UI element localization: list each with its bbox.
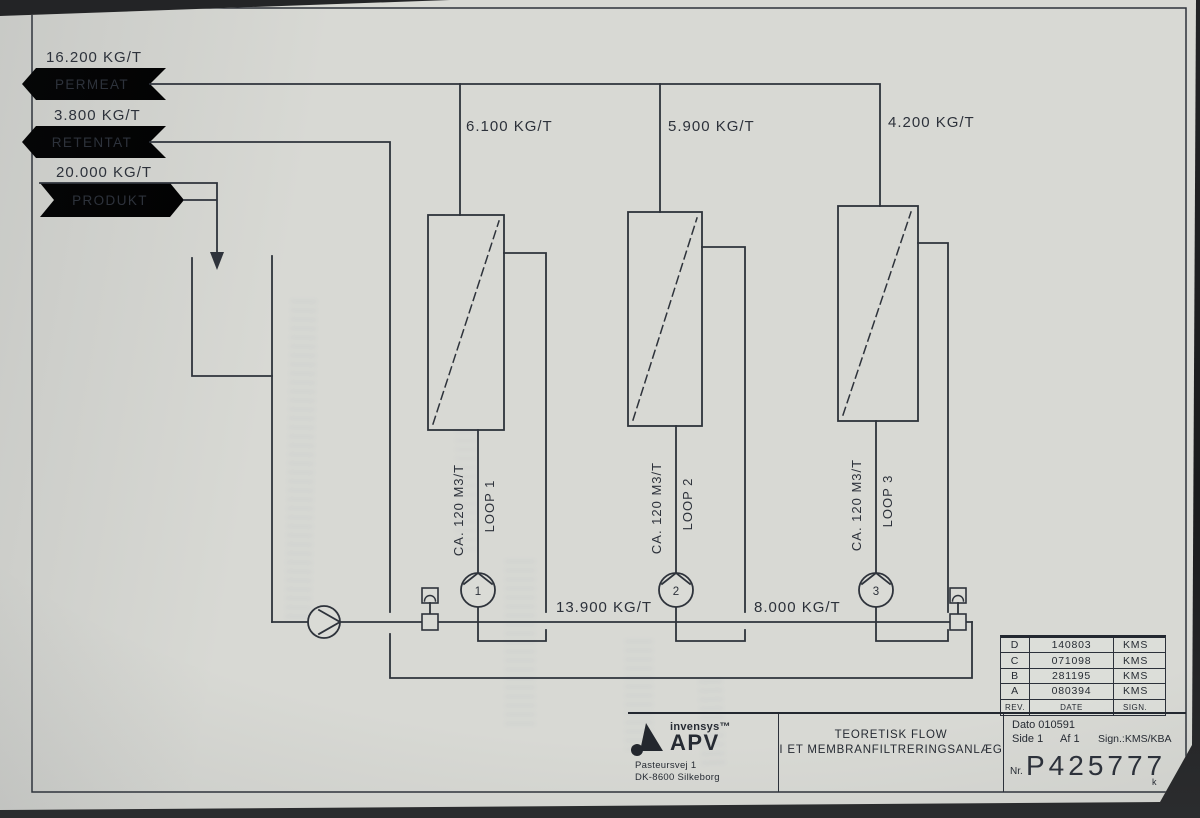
membrane-module-1 — [427, 214, 505, 431]
loop2-permeate-flow-label: 5.900 KG/T — [668, 118, 755, 135]
revision-sign: KMS — [1114, 638, 1165, 654]
loop2-circulation-label: CA. 120 M3/T — [649, 462, 664, 554]
pump-3-impeller-icon — [860, 571, 892, 586]
drawing-number: P425777 — [1026, 750, 1167, 781]
loop3-recirculation-pipe — [917, 242, 949, 613]
loop2: 2 CA. 120 M3/T LOOP 2 — [627, 211, 746, 642]
revision-letter: A — [1001, 684, 1030, 700]
drawing-title-line2: I ET MEMBRANFILTRERINGSANLÆG — [779, 744, 1003, 756]
pump-2-number: 2 — [673, 586, 679, 598]
valve-diaphragm-icon — [423, 594, 437, 602]
loop2-name-label: LOOP 2 — [680, 478, 695, 531]
loop1: 1 CA. 120 M3/T LOOP 1 — [427, 214, 547, 642]
drawing-page-of: Af 1 — [1060, 733, 1080, 745]
permeat-outlet-banner: 16.200 KG/T PERMEAT — [22, 49, 166, 100]
retentat-rate-label: 3.800 KG/T — [54, 107, 141, 124]
drawing-title-line1: TEORETISK FLOW — [834, 729, 948, 741]
company-address-line2: DK-8600 Silkeborg — [635, 772, 720, 783]
revision-letter: D — [1001, 638, 1030, 654]
loop1-recirculation-pipe — [503, 252, 547, 613]
loop3-circulation-label: CA. 120 M3/T — [849, 459, 864, 551]
revision-letter: B — [1001, 668, 1030, 685]
drawing-page: Side 1 — [1012, 733, 1044, 745]
drawing-frame — [31, 7, 1187, 793]
revision-sign: KMS — [1114, 669, 1165, 685]
control-valve-2 — [949, 587, 967, 631]
product-inlet-pipe — [39, 182, 218, 255]
revision-sign: KMS — [1114, 653, 1165, 669]
loop3: 3 CA. 120 M3/T LOOP 3 — [837, 205, 949, 642]
permeat-name-label: PERMEAT — [55, 77, 129, 92]
company-address-line1: Pasteursvej 1 — [635, 760, 697, 771]
revision-date: 080394 — [1030, 684, 1114, 700]
revision-header-sign: SIGN. — [1123, 702, 1148, 712]
control-valve-1 — [421, 587, 439, 631]
membrane-symbol-3 — [842, 211, 912, 416]
valve-diaphragm-icon — [951, 594, 965, 602]
pump-2-impeller-icon — [660, 571, 692, 586]
produkt-name-label: PRODUKT — [72, 193, 148, 208]
membrane-symbol-2 — [632, 217, 698, 421]
feed-pump-icon — [307, 605, 341, 639]
after-loop1-flow-label: 13.900 KG/T — [556, 599, 652, 616]
banner-arrow-right — [40, 183, 184, 217]
retentat-name-label: RETENTAT — [52, 135, 132, 150]
permeat-rate-label: 16.200 KG/T — [46, 49, 142, 66]
loop2-return-pipe — [675, 605, 746, 642]
drawing-number-label: Nr. — [1010, 766, 1023, 777]
retentat-outlet-banner: 3.800 KG/T RETENTAT — [22, 107, 166, 158]
product-flow-arrowhead — [210, 252, 224, 270]
revision-letter: C — [1001, 653, 1030, 669]
revision-table: D 140803 KMS C 071098 KMS B 281195 KMS A… — [1000, 635, 1166, 716]
revision-date: 281195 — [1030, 668, 1114, 685]
apv-logo-icon — [631, 723, 663, 756]
pump-1-number: 1 — [475, 586, 481, 598]
valve-body-icon — [421, 613, 439, 631]
brand-apv: APV — [670, 730, 720, 755]
banner-arrow-left — [22, 126, 166, 158]
after-loop2-flow-label: 8.000 KG/T — [754, 599, 841, 616]
revision-date: 071098 — [1030, 653, 1114, 669]
loop2-recirculation-pipe — [701, 246, 746, 613]
loop3-return-pipe — [875, 605, 949, 642]
company-block: invensys™ APV Pasteursvej 1 DK-8600 Silk… — [628, 714, 778, 792]
corner-mark: k — [1152, 777, 1157, 787]
brand-invensys: invensys™ — [670, 721, 731, 733]
membrane-module-2 — [627, 211, 703, 427]
title-block: invensys™ APV Pasteursvej 1 DK-8600 Silk… — [628, 712, 1186, 792]
feed-pump — [307, 605, 342, 639]
pump-1-impeller-icon — [462, 571, 494, 586]
loop1-circulation-label: CA. 120 M3/T — [451, 464, 466, 556]
valve-body-icon — [949, 613, 967, 631]
revision-header-rev: REV. — [1001, 699, 1030, 715]
drawing-sign: Sign.:KMS/KBA — [1098, 733, 1172, 745]
revision-date: 140803 — [1030, 638, 1114, 654]
loop1-name-label: LOOP 1 — [482, 480, 497, 533]
banner-arrow-left — [22, 68, 166, 100]
feed-pump-impeller-icon — [317, 608, 342, 636]
loop3-permeate-flow-label: 4.200 KG/T — [888, 114, 975, 131]
revision-sign: KMS — [1114, 684, 1165, 700]
membrane-module-3 — [837, 205, 919, 422]
loop1-permeate-flow-label: 6.100 KG/T — [466, 118, 553, 135]
retentate-pipe — [149, 141, 973, 679]
revision-header-date: DATE — [1030, 699, 1114, 715]
loop3-name-label: LOOP 3 — [880, 475, 895, 528]
permeate-header-pipe — [149, 83, 881, 207]
membrane-symbol-1 — [432, 220, 500, 425]
loop1-return-pipe — [477, 605, 547, 642]
drawing-info-block: Dato 010591 Side 1 Af 1 Sign.:KMS/KBA Nr… — [1004, 714, 1186, 792]
produkt-inlet-banner: 20.000 KG/T PRODUKT — [40, 164, 184, 217]
drawing-title-block: TEORETISK FLOW I ET MEMBRANFILTRERINGSAN… — [778, 714, 1004, 792]
feed-tank — [191, 255, 273, 377]
drawing-date: Dato 010591 — [1012, 719, 1075, 731]
produkt-rate-label: 20.000 KG/T — [56, 164, 152, 181]
pump-3-number: 3 — [873, 586, 879, 598]
